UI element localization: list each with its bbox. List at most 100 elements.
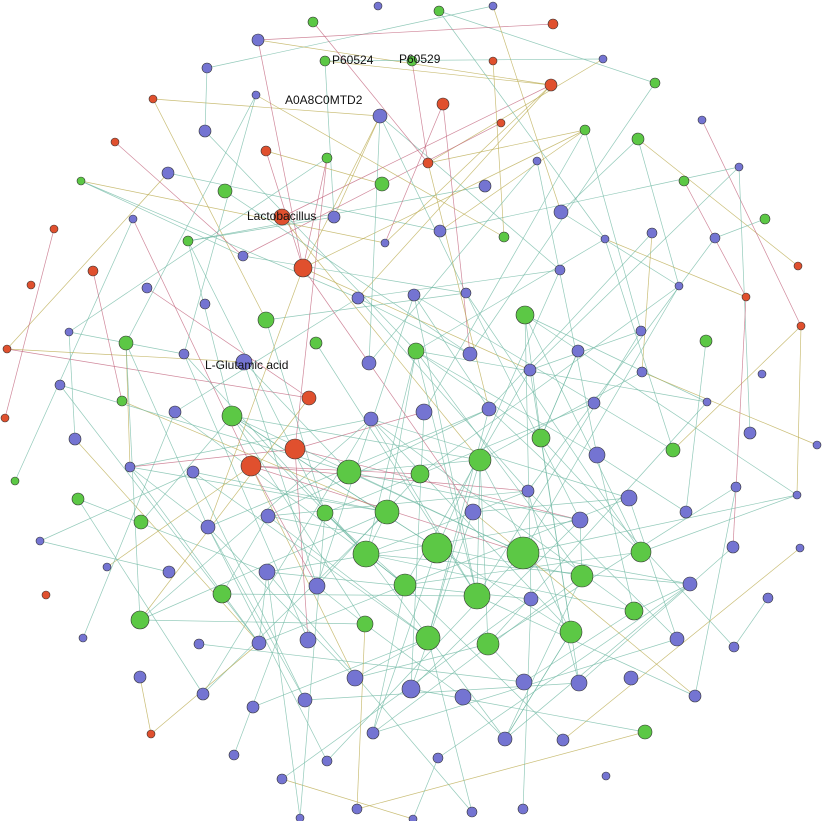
- network-edge: [129, 418, 372, 468]
- blue-node: [361, 355, 377, 371]
- network-edge: [439, 129, 586, 232]
- network-edge: [324, 60, 552, 86]
- network-edge: [411, 60, 429, 164]
- network-edge: [604, 238, 674, 451]
- green-node: [407, 342, 425, 360]
- network-edge: [302, 267, 474, 513]
- network-edge: [354, 637, 429, 679]
- green-node: [624, 601, 644, 621]
- green-node: [506, 536, 540, 570]
- blue-node: [460, 287, 472, 299]
- network-edge: [77, 498, 204, 695]
- green-node: [515, 305, 535, 325]
- network-edge: [257, 23, 554, 41]
- network-edge: [379, 115, 561, 271]
- blue-node: [373, 1, 383, 11]
- green-node: [699, 334, 713, 348]
- network-edge: [326, 552, 524, 762]
- network-edge: [324, 60, 335, 218]
- network-edge: [529, 369, 572, 633]
- green-node: [374, 499, 400, 525]
- network-edge: [140, 415, 233, 523]
- network-edge: [224, 190, 471, 355]
- blue-node: [351, 803, 363, 815]
- network-edge: [231, 415, 367, 555]
- network-edge: [302, 129, 586, 269]
- network-edge: [125, 342, 131, 468]
- network-edge: [384, 103, 444, 244]
- green-node: [309, 336, 323, 350]
- blue-node: [415, 403, 433, 421]
- green-node: [410, 464, 430, 484]
- network-edge: [302, 115, 381, 269]
- network-edge: [74, 438, 260, 644]
- blue-node: [515, 673, 533, 691]
- blue-node: [260, 508, 276, 524]
- network-edge: [372, 547, 438, 734]
- blue-node: [133, 670, 147, 684]
- blue-node: [587, 396, 601, 410]
- red-node: [2, 344, 12, 354]
- blue-node: [161, 166, 175, 180]
- network-edge: [139, 397, 310, 621]
- blue-node: [554, 264, 566, 276]
- blue-node: [571, 344, 585, 358]
- blue-node: [78, 633, 88, 643]
- network-edge: [183, 353, 309, 641]
- network-edge: [427, 162, 490, 410]
- network-edge: [82, 411, 176, 639]
- blue-node: [346, 669, 364, 687]
- blue-node: [682, 576, 698, 592]
- blue-node: [235, 353, 253, 371]
- green-node: [133, 514, 149, 530]
- blue-node: [588, 446, 606, 464]
- network-edge: [6, 348, 245, 363]
- blue-node: [728, 641, 740, 653]
- blue-node: [200, 519, 216, 535]
- network-edge: [125, 342, 141, 621]
- network-edge: [139, 418, 372, 621]
- network-edge: [504, 575, 583, 740]
- network-edge: [640, 494, 798, 553]
- green-node: [665, 442, 681, 458]
- network-edge: [415, 350, 478, 597]
- network-edge: [316, 294, 415, 587]
- blue-node: [162, 565, 176, 579]
- label-p60524: P60524: [332, 53, 374, 67]
- green-node: [71, 492, 85, 506]
- blue-node: [198, 124, 212, 138]
- network-edge: [152, 98, 381, 117]
- blue-node: [598, 54, 608, 64]
- blue-node: [556, 733, 570, 747]
- green-node: [352, 540, 380, 568]
- network-edge: [333, 115, 381, 218]
- green-node: [559, 620, 583, 644]
- network-edge: [304, 682, 580, 701]
- blue-node: [199, 298, 211, 310]
- blue-node: [228, 749, 240, 761]
- network-edge: [522, 494, 798, 554]
- red-node: [488, 56, 498, 66]
- blue-node: [679, 505, 693, 519]
- network-edge: [267, 408, 490, 517]
- red-node: [146, 729, 156, 739]
- network-edge: [266, 571, 473, 813]
- network-edge: [174, 411, 367, 555]
- green-node: [374, 176, 390, 192]
- network-edge: [192, 471, 306, 701]
- network-edge: [733, 597, 769, 648]
- blue-node: [709, 232, 721, 244]
- network-edge: [412, 757, 439, 820]
- network-edge: [257, 39, 304, 269]
- blue-node: [481, 401, 497, 417]
- network-edge: [125, 94, 257, 344]
- network-edge: [281, 778, 414, 820]
- green-node: [637, 724, 653, 740]
- network-edge: [379, 115, 467, 294]
- blue-node: [812, 440, 822, 450]
- green-node: [631, 132, 645, 146]
- red-node: [0, 413, 10, 423]
- network-edge: [231, 415, 481, 461]
- network-edge: [364, 623, 464, 698]
- green-node: [649, 77, 661, 89]
